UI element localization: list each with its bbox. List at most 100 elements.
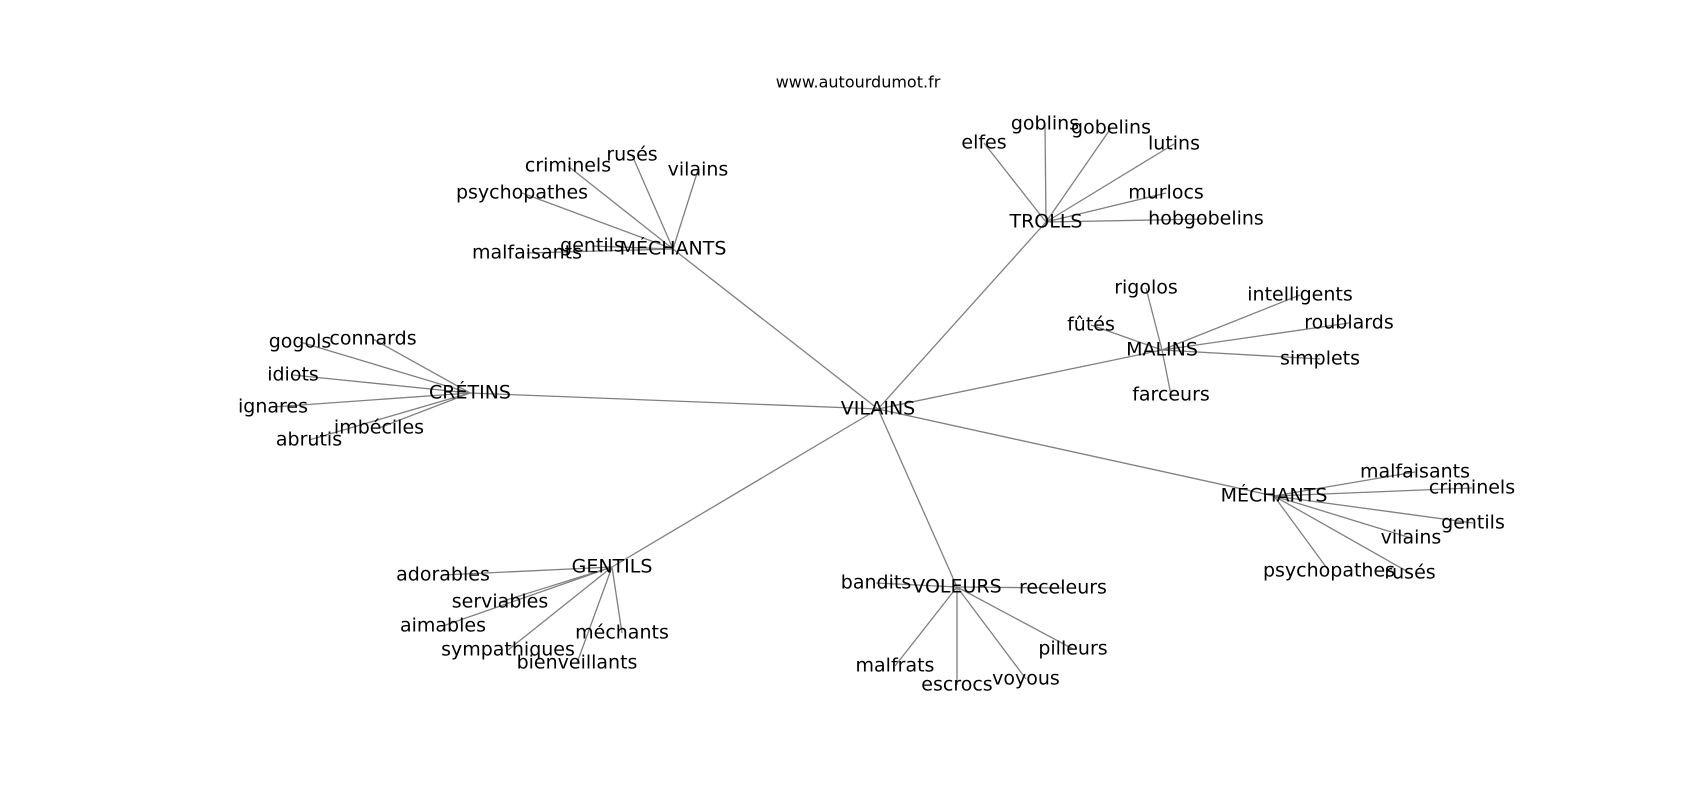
word-node: psychopathes	[1263, 560, 1395, 582]
edge-group-6-word-0	[875, 582, 958, 588]
word-node: serviables	[452, 591, 549, 613]
word-node: elfes	[961, 132, 1006, 154]
word-node: gentils	[1441, 512, 1505, 534]
edges-layer	[272, 123, 1474, 685]
edge-group-3-word-3	[272, 392, 471, 408]
edge-group-2-word-5	[1161, 349, 1172, 396]
edge-group-6-word-5	[956, 586, 1027, 680]
word-node: goblins	[1011, 113, 1079, 135]
word-node: rusés	[606, 144, 657, 166]
labels-layer: criminelsrusésvilainspsychopathesgentils…	[238, 113, 1515, 696]
edge-group-0-word-5	[526, 248, 674, 254]
edge-group-5-word-4	[507, 566, 613, 651]
edge-group-0-word-0	[567, 165, 674, 250]
word-node: rusés	[1384, 562, 1435, 584]
edge-group-5-word-2	[442, 566, 613, 627]
group-node: MALINS	[1126, 339, 1198, 361]
group-node: MÉCHANTS	[1221, 484, 1328, 507]
group-node: VOLEURS	[912, 576, 1001, 598]
edge-group-5-word-0	[442, 566, 613, 576]
word-node: malfaisants	[472, 242, 582, 264]
word-node: gogols	[269, 331, 332, 353]
center-node: VILAINS	[841, 398, 916, 420]
group-node: GENTILS	[572, 556, 653, 578]
word-node: vilains	[668, 159, 729, 181]
edge-group-1-word-2	[1045, 127, 1112, 223]
word-node: receleurs	[1019, 577, 1107, 599]
word-node: criminels	[1429, 477, 1515, 499]
word-node: sympathiques	[441, 639, 575, 661]
edge-group-2-word-0	[1145, 287, 1163, 351]
edge-group-4-word-4	[1273, 495, 1330, 572]
edge-group-6-word-1	[956, 586, 1064, 589]
edge-group-5-word-3	[611, 566, 623, 634]
edge-group-2-word-2	[1090, 324, 1163, 351]
group-node: CRÉTINS	[429, 381, 511, 404]
watermark: www.autourdumot.fr	[776, 73, 941, 92]
edge-group-3-word-4	[378, 392, 471, 429]
word-node: ignares	[238, 396, 308, 418]
edge-group-0-word-4	[591, 245, 674, 250]
edge-group-1-word-4	[1045, 192, 1167, 223]
word-node: lutins	[1148, 133, 1200, 155]
edge-group-0-word-2	[672, 169, 699, 250]
edge-center-group-3	[469, 392, 879, 410]
word-node: voyous	[992, 668, 1060, 690]
edge-group-0-word-3	[521, 192, 674, 250]
edge-group-6-word-3	[956, 586, 1074, 650]
word-node: abrutis	[276, 429, 342, 451]
edge-group-1-word-5	[1045, 218, 1207, 223]
word-node: farceurs	[1132, 384, 1210, 406]
word-node: imbéciles	[334, 417, 424, 439]
word-node: pilleurs	[1038, 638, 1107, 660]
edge-center-group-1	[877, 221, 1047, 410]
edge-group-3-word-0	[299, 341, 471, 394]
word-node: gobelins	[1071, 117, 1151, 139]
word-node: escrocs	[921, 674, 992, 696]
edge-group-3-word-5	[308, 392, 471, 441]
edge-center-group-5	[611, 408, 879, 568]
word-node: gentils	[560, 235, 624, 257]
word-node: adorables	[396, 564, 490, 586]
edge-group-0-word-1	[631, 154, 674, 250]
edge-group-3-word-1	[372, 338, 471, 394]
edge-center-group-4	[877, 408, 1275, 497]
edge-center-group-0	[672, 248, 879, 410]
edge-group-4-word-1	[1273, 487, 1473, 497]
word-node: fûtés	[1067, 314, 1115, 336]
edge-center-group-6	[877, 408, 958, 588]
edge-group-1-word-3	[1045, 143, 1175, 223]
word-node: bandits	[841, 572, 911, 594]
word-node: hobgobelins	[1148, 208, 1264, 230]
word-node: idiots	[267, 364, 319, 386]
word-node: vilains	[1381, 527, 1442, 549]
edge-group-4-word-0	[1273, 471, 1416, 497]
edge-group-1-word-0	[983, 142, 1047, 223]
edge-group-2-word-1	[1161, 294, 1301, 351]
word-node: malfrats	[856, 655, 935, 677]
edge-group-4-word-2	[1273, 495, 1474, 524]
word-node: malfaisants	[1360, 461, 1470, 483]
edge-group-6-word-2	[894, 586, 958, 667]
word-node: bienveillants	[517, 652, 638, 674]
edge-group-4-word-5	[1273, 495, 1411, 574]
word-node: criminels	[525, 155, 611, 177]
group-node: MÉCHANTS	[620, 237, 727, 260]
word-node: murlocs	[1128, 182, 1204, 204]
edge-group-3-word-2	[292, 374, 471, 394]
word-node: rigolos	[1114, 277, 1178, 299]
word-node: psychopathes	[456, 182, 588, 204]
word-node: aimables	[400, 615, 486, 637]
word-node: connards	[329, 328, 416, 350]
group-node: TROLLS	[1009, 211, 1083, 233]
word-node: intelligents	[1247, 284, 1352, 306]
edge-group-5-word-5	[576, 566, 613, 664]
edge-group-2-word-4	[1161, 349, 1321, 360]
word-node: méchants	[575, 622, 669, 644]
edge-center-group-2	[877, 349, 1163, 410]
word-node: simplets	[1280, 348, 1360, 370]
edge-group-1-word-1	[1044, 123, 1047, 223]
word-node: roublards	[1304, 312, 1393, 334]
edge-group-4-word-3	[1273, 495, 1412, 539]
